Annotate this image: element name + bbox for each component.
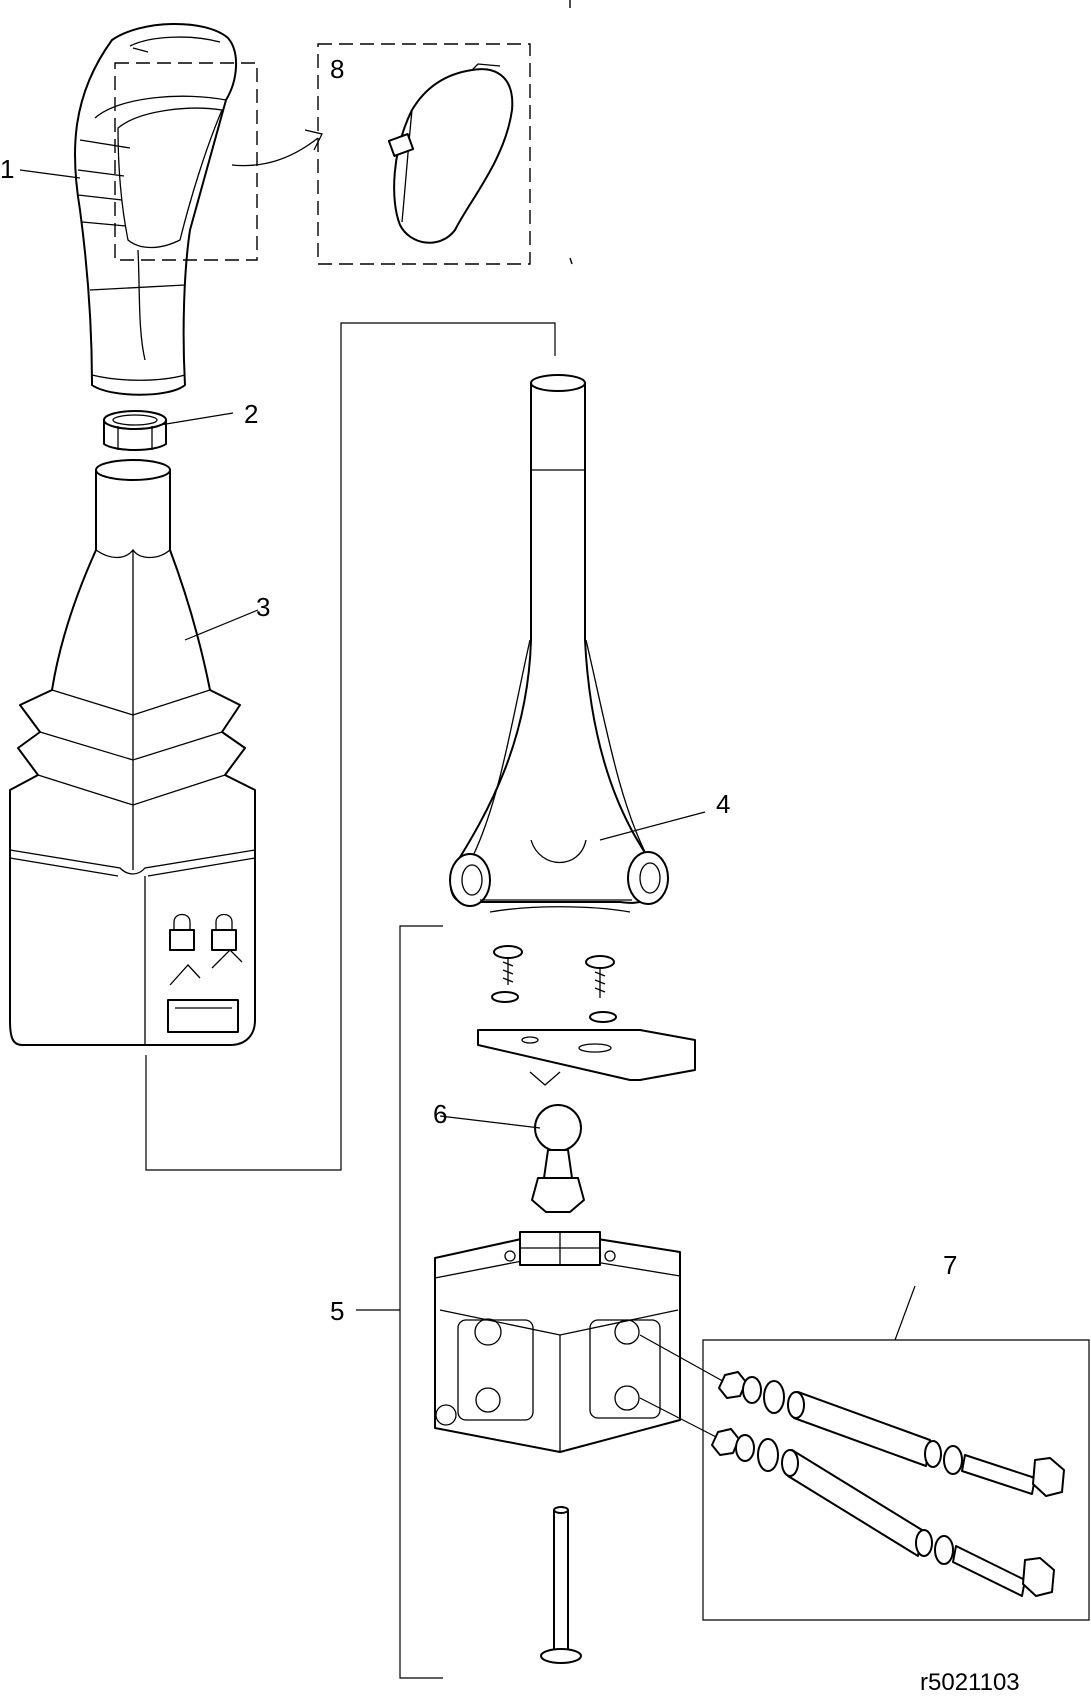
part-4-lever <box>449 374 669 913</box>
part-6-ball <box>531 1104 585 1213</box>
screw-left <box>491 945 523 1003</box>
callout-4: 4 <box>716 789 730 819</box>
callout-1: 1 <box>0 154 14 184</box>
connector-bracket <box>145 322 556 1171</box>
part-2-nut <box>103 410 167 451</box>
part-3-boot <box>9 459 256 1046</box>
callout-8: 8 <box>330 54 344 84</box>
part-7-bolt-kit <box>639 1285 1090 1621</box>
callout-5: 5 <box>330 1296 344 1326</box>
screw-right <box>585 955 617 1023</box>
bolt-lower <box>711 1428 1055 1597</box>
bolt-upper <box>718 1371 1065 1497</box>
callout-6: 6 <box>433 1099 447 1129</box>
detail-frame <box>114 0 573 265</box>
callout-7: 7 <box>943 1250 957 1280</box>
callout-3: 3 <box>256 592 270 622</box>
part-5-mechanism <box>356 925 696 1679</box>
callout-2: 2 <box>244 399 258 429</box>
part-1-grip <box>73 23 238 396</box>
pin <box>540 1506 582 1664</box>
housing-box <box>434 1231 681 1453</box>
reference-code: r5021103 <box>920 1669 1020 1696</box>
part-8-cover <box>387 63 514 244</box>
leader-lines <box>19 169 706 1129</box>
